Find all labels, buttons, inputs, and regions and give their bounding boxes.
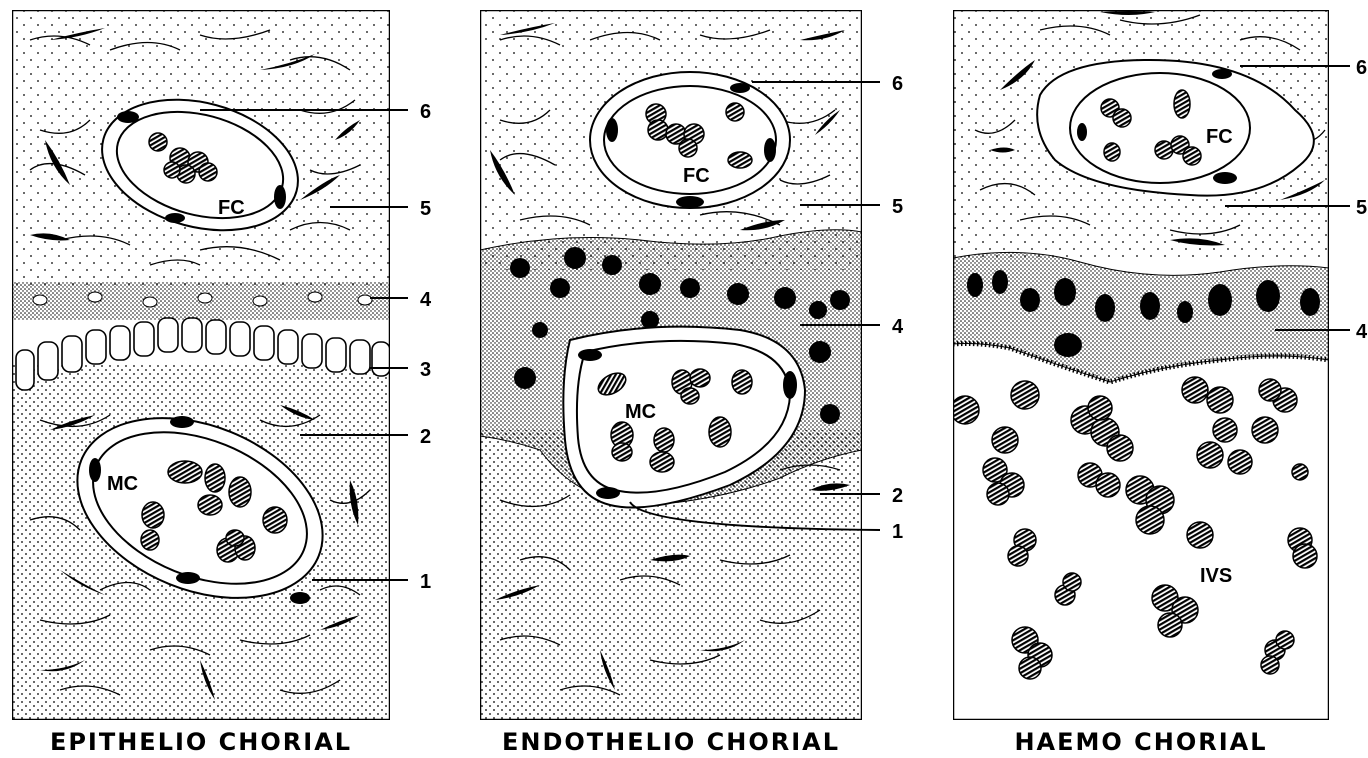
callout-4: 4: [1356, 321, 1368, 343]
callout-1: 1: [420, 571, 431, 593]
fc-label: FC: [683, 165, 710, 187]
panel-title-epithelio-chorial: EPITHELIO CHORIAL: [12, 728, 390, 756]
ivs-label: IVS: [1200, 565, 1232, 587]
mc-label: MC: [107, 473, 138, 495]
panel-haemo-chorial: [951, 10, 1329, 720]
callout-4: 4: [420, 289, 432, 311]
callout-5: 5: [892, 196, 903, 218]
trophoblast-layer: [12, 282, 390, 320]
callout-5: 5: [1356, 197, 1367, 219]
callout-1: 1: [892, 521, 903, 543]
panel-epithelio-chorial: [12, 10, 390, 720]
callout-6: 6: [892, 73, 903, 95]
callout-4: 4: [892, 316, 904, 338]
mc-label: MC: [625, 401, 656, 423]
fetal-capillary: [590, 72, 790, 208]
callout-6: 6: [1356, 57, 1367, 79]
callout-2: 2: [420, 426, 431, 448]
panel-endothelio-chorial: [480, 10, 862, 720]
callout-3: 3: [420, 359, 431, 381]
panel-title-haemo-chorial: HAEMO CHORIAL: [953, 728, 1329, 756]
fc-label: FC: [1206, 126, 1233, 148]
fc-label: FC: [218, 197, 245, 219]
panel-title-endothelio-chorial: ENDOTHELIO CHORIAL: [480, 728, 862, 756]
callout-6: 6: [420, 101, 431, 123]
callout-2: 2: [892, 485, 903, 507]
callout-5: 5: [420, 198, 431, 220]
